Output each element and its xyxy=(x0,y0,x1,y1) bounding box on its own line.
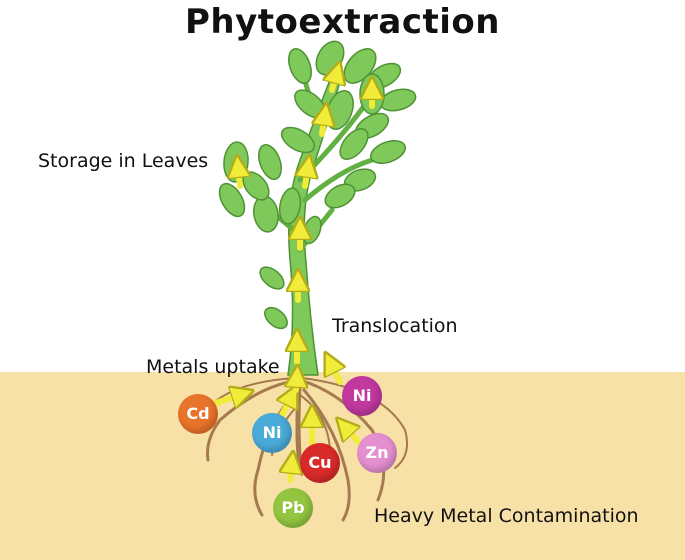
metal-cu-circle: Cu xyxy=(300,443,340,483)
metal-pb-circle: Pb xyxy=(273,488,313,528)
translocation-label: Translocation xyxy=(332,315,458,337)
metal-ni-circle: Ni xyxy=(252,413,292,453)
storage-label: Storage in Leaves xyxy=(38,150,209,172)
uptake-label: Metals uptake xyxy=(146,356,280,378)
metal-ni-circle: Ni xyxy=(342,376,382,416)
contamination-label: Heavy Metal Contamination xyxy=(374,505,639,527)
metal-cd-circle: Cd xyxy=(178,394,218,434)
root xyxy=(298,378,386,502)
root xyxy=(301,377,408,469)
leaves xyxy=(218,40,417,330)
diagram-title: Phytoextraction xyxy=(185,2,500,42)
metal-zn-circle: Zn xyxy=(357,433,397,473)
